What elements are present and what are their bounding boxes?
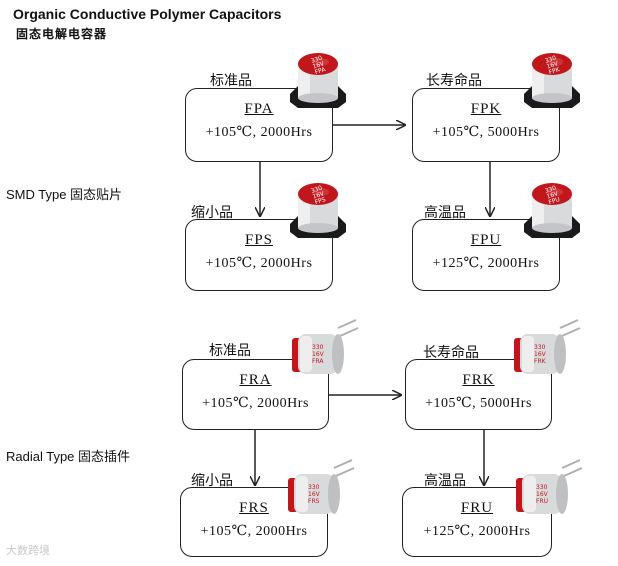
svg-text:16V: 16V	[534, 351, 547, 358]
svg-text:16V: 16V	[312, 190, 326, 201]
svg-text:330: 330	[308, 484, 320, 491]
product-spec: +105℃, 2000Hrs	[200, 524, 308, 539]
smd-section-label: SMD Type 固态贴片	[6, 187, 123, 202]
smd-capacitor-fpa-image: 330 16V FPA	[290, 53, 346, 108]
svg-text:FRS: FRS	[308, 498, 320, 505]
svg-text:FPA: FPA	[314, 66, 327, 76]
radial-capacitor-fru-image: 330 16V FRU	[516, 459, 583, 514]
svg-text:FRK: FRK	[534, 358, 547, 365]
category-high-temp-radial: 高温品	[424, 474, 466, 489]
product-spec: +105℃, 2000Hrs	[205, 256, 313, 271]
svg-text:330: 330	[544, 185, 557, 195]
radial-capacitor-frs-image: 330 16V FRS	[288, 459, 355, 514]
category-high-temp-smd: 高温品	[424, 206, 466, 221]
svg-text:330: 330	[534, 344, 546, 351]
category-long-life-radial: 长寿命品	[423, 346, 479, 361]
product-spec: +125℃, 2000Hrs	[423, 524, 531, 539]
svg-text:16V: 16V	[536, 491, 549, 498]
product-spec: +105℃, 2000Hrs	[202, 396, 309, 411]
smd-capacitor-fpk-image: 330 16V FPK	[524, 53, 580, 108]
smd-capacitor-fpu-image: 330 16V FPU	[524, 183, 580, 238]
svg-text:16V: 16V	[308, 491, 321, 498]
svg-text:FRA: FRA	[312, 358, 324, 365]
svg-text:16V: 16V	[546, 190, 560, 201]
product-code: FPU	[470, 232, 502, 248]
product-spec: +125℃, 2000Hrs	[432, 256, 540, 271]
product-spec: +105℃, 5000Hrs	[432, 125, 540, 140]
svg-text:16V: 16V	[312, 351, 325, 358]
watermark: 大数跨境	[6, 545, 50, 557]
smd-capacitor-fps-image: 330 16V FPS	[290, 183, 346, 238]
svg-text:330: 330	[536, 484, 548, 491]
product-code: FRA	[239, 372, 272, 388]
svg-text:330: 330	[310, 55, 323, 65]
page-subtitle: 固态电解电容器	[16, 27, 108, 41]
product-code: FRS	[239, 500, 269, 516]
product-spec: +105℃, 5000Hrs	[425, 396, 532, 411]
product-box-fpk: FPK +105℃, 5000Hrs	[412, 88, 560, 162]
category-standard-smd: 标准品	[210, 74, 252, 89]
category-long-life-smd: 长寿命品	[426, 74, 482, 89]
svg-text:FRU: FRU	[536, 498, 548, 505]
product-code: FPK	[470, 101, 502, 117]
svg-text:16V: 16V	[546, 60, 560, 71]
category-miniature-smd: 缩小品	[191, 206, 233, 221]
product-code: FPA	[244, 101, 274, 117]
product-code: FRK	[462, 372, 495, 388]
radial-capacitor-frk-image: 330 16V FRK	[514, 319, 581, 374]
product-box-fpa: FPA +105℃, 2000Hrs	[185, 88, 333, 162]
product-code: FPS	[244, 232, 274, 248]
svg-text:330: 330	[310, 185, 323, 195]
product-spec: +105℃, 2000Hrs	[205, 125, 313, 140]
svg-text:FPS: FPS	[314, 196, 327, 206]
radial-capacitor-fra-image: 330 16V FRA	[292, 319, 359, 374]
product-code: FRU	[460, 500, 494, 516]
svg-text:330: 330	[312, 344, 324, 351]
svg-text:FPU: FPU	[548, 196, 561, 206]
product-box-fru: FRU +125℃, 2000Hrs	[402, 487, 552, 557]
svg-text:16V: 16V	[312, 60, 326, 71]
radial-section-label: Radial Type 固态插件	[6, 449, 131, 464]
category-standard-radial: 标准品	[209, 344, 251, 359]
page-title: Organic Conductive Polymer Capacitors	[13, 6, 282, 22]
svg-text:FPK: FPK	[548, 66, 562, 76]
category-miniature-radial: 缩小品	[191, 474, 233, 489]
svg-text:330: 330	[544, 55, 557, 65]
